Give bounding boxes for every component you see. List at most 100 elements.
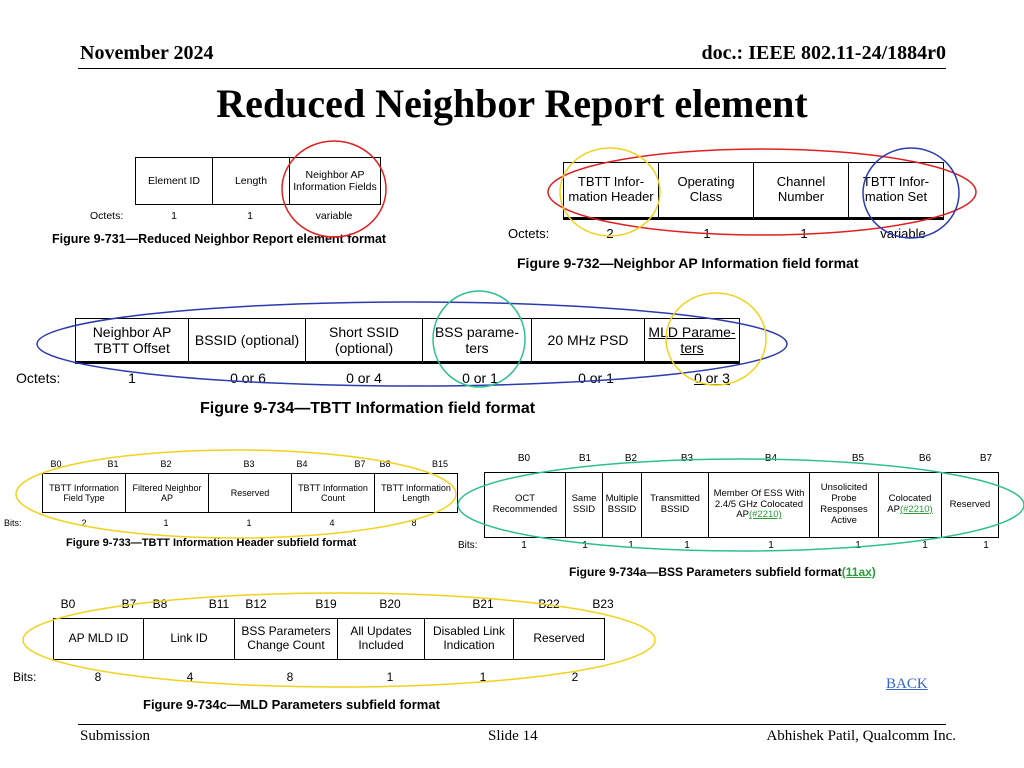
fig733-bit: 1 <box>163 518 169 528</box>
fig732-caption: Figure 9-732—Neighbor AP Information fie… <box>517 255 859 271</box>
highlight-ellipse-yellow <box>559 147 661 237</box>
highlight-ellipse-green <box>432 290 526 388</box>
fig733-cell: TBTT Information Count <box>291 473 375 513</box>
fig733-bit-top: B2 <box>160 459 172 469</box>
fig731-table: Element ID Length Neighbor AP Informatio… <box>135 157 381 205</box>
fig731-cell: Element ID <box>135 157 213 205</box>
highlight-ellipse-blue <box>36 301 788 387</box>
fig734a-bit-top: B6 <box>918 453 932 464</box>
fig734a-bit-top: B7 <box>979 453 993 464</box>
fig734a-bit-top: B3 <box>680 453 694 464</box>
fig734a-cell: OCT Recommended <box>484 472 566 538</box>
fig734a-cell: Member Of ESS With 2.4/5 GHz Colocated A… <box>708 472 810 538</box>
fig734-octet: 1 <box>128 370 136 386</box>
fig734c-bit: 1 <box>479 670 487 684</box>
fig734a-cell: Unsolicited Probe Responses Active <box>809 472 879 538</box>
fig732-cell: TBTT Infor-mation Set <box>848 162 944 219</box>
fig734-cell: Neighbor AP TBTT Offset <box>75 318 189 363</box>
fig734a-bits-label: Bits: <box>458 540 478 551</box>
fig732-cell: Channel Number <box>753 162 849 219</box>
fig733-bits-label: Bits: <box>4 518 22 528</box>
fig734a-cell-text: Colocated AP <box>887 493 932 515</box>
fig733-bit: 1 <box>246 518 252 528</box>
fig734a-caption: Figure 9-734a—BSS Parameters subfield fo… <box>569 565 876 579</box>
fig733-bit: 4 <box>329 518 335 528</box>
fig734c-bit-top: B19 <box>315 597 337 611</box>
fig734c-bit-top: B0 <box>60 597 76 611</box>
fig733-bit-top: B7 <box>354 459 366 469</box>
fig734a-bit: 1 <box>684 540 690 551</box>
fig731-caption: Figure 9-731—Reduced Neighbor Report ele… <box>52 232 387 246</box>
fig734a-bit: 1 <box>628 540 634 551</box>
fig734a-bit-top: B1 <box>578 453 592 464</box>
fig734a-bit: 1 <box>855 540 861 551</box>
fig734-cell: 20 MHz PSD <box>531 318 645 363</box>
fig733-bit-top: B4 <box>296 459 308 469</box>
fig731-octets-label: Octets: <box>90 210 124 222</box>
footer-submission: Submission <box>80 728 151 744</box>
fig733-bit-top: B8 <box>379 459 391 469</box>
fig734a-bit-top: B0 <box>517 453 531 464</box>
fig733-bit-top: B3 <box>243 459 255 469</box>
fig734a-ref-link[interactable]: (#2210) <box>748 509 782 521</box>
fig734c-cell: AP MLD ID <box>53 618 144 660</box>
header-date: November 2024 <box>80 42 214 64</box>
highlight-ellipse-blue <box>862 147 960 239</box>
fig734a-cell: Transmitted BSSID <box>641 472 709 538</box>
fig732-table: TBTT Infor-mation Header Operating Class… <box>563 162 944 220</box>
fig734a-ref-link[interactable]: (#2210) <box>899 504 933 515</box>
fig734c-bits-label: Bits: <box>13 670 37 684</box>
highlight-ellipse-green <box>457 458 1024 552</box>
fig733-cell: Reserved <box>208 473 292 513</box>
fig734c-bit-top: B7 <box>121 597 137 611</box>
fig733-bit-top: B0 <box>50 459 62 469</box>
fig734c-bit-top: B23 <box>592 597 614 611</box>
fig734c-cell: BSS Parameters Change Count <box>234 618 338 660</box>
fig734a-bit-top: B2 <box>624 453 638 464</box>
highlight-ellipse-red <box>547 148 977 236</box>
fig734a-caption-ref[interactable]: (11ax) <box>841 565 876 579</box>
back-link[interactable]: BACK <box>886 676 928 692</box>
fig734c-bit: 1 <box>386 670 394 684</box>
header-doc-id: doc.: IEEE 802.11-24/1884r0 <box>701 42 946 64</box>
fig734a-bit-top: B5 <box>851 453 865 464</box>
footer-divider <box>78 724 946 725</box>
fig734c-caption: Figure 9-734c—MLD Parameters subfield fo… <box>143 697 440 712</box>
fig734-caption: Figure 9-734—TBTT Information field form… <box>200 400 536 417</box>
fig734-cell: BSSID (optional) <box>188 318 306 363</box>
fig734-cell: MLD Parame-ters <box>644 318 740 363</box>
fig731-cell: Length <box>212 157 290 205</box>
fig734c-bit-top: B11 <box>208 597 230 611</box>
fig731-cell: Neighbor AP Information Fields <box>289 157 381 205</box>
fig734c-bit-top: B21 <box>472 597 494 611</box>
fig734c-cell: Link ID <box>143 618 235 660</box>
fig734-octet: 0 or 4 <box>346 370 382 386</box>
fig734c-cell: Reserved <box>513 618 605 660</box>
highlight-ellipse-yellow <box>665 292 767 386</box>
fig734a-bit: 1 <box>582 540 588 551</box>
fig734c-cell: Disabled Link Indication <box>424 618 514 660</box>
fig731-octet: 1 <box>171 210 177 222</box>
fig733-bit: 2 <box>81 518 87 528</box>
highlight-ellipse-yellow <box>22 592 656 688</box>
fig734c-bit-top: B22 <box>538 597 560 611</box>
highlight-ellipse-yellow <box>15 449 457 539</box>
fig733-caption: Figure 9-733—TBTT Information Header sub… <box>66 537 357 549</box>
fig734a-bit: 1 <box>521 540 527 551</box>
fig734-octet: 0 or 1 <box>462 370 498 386</box>
fig734a-table: OCT Recommended Same SSID Multiple BSSID… <box>484 472 999 538</box>
fig734c-table: AP MLD ID Link ID BSS Parameters Change … <box>53 618 605 660</box>
fig733-bit-top: B1 <box>107 459 119 469</box>
fig734c-bit: 2 <box>571 670 579 684</box>
fig734c-bit: 8 <box>94 670 102 684</box>
fig734c-bit: 4 <box>186 670 194 684</box>
fig733-cell: Filtered Neighbor AP <box>125 473 209 513</box>
fig732-octet: 2 <box>606 226 614 241</box>
fig733-cell: TBTT Information Field Type <box>42 473 126 513</box>
fig734a-caption-text: Figure 9-734a—BSS Parameters subfield fo… <box>569 565 842 579</box>
fig734a-bit: 1 <box>768 540 774 551</box>
fig732-cell: Operating Class <box>658 162 754 219</box>
fig732-octets-label: Octets: <box>508 226 550 241</box>
fig734c-bit: 8 <box>286 670 294 684</box>
